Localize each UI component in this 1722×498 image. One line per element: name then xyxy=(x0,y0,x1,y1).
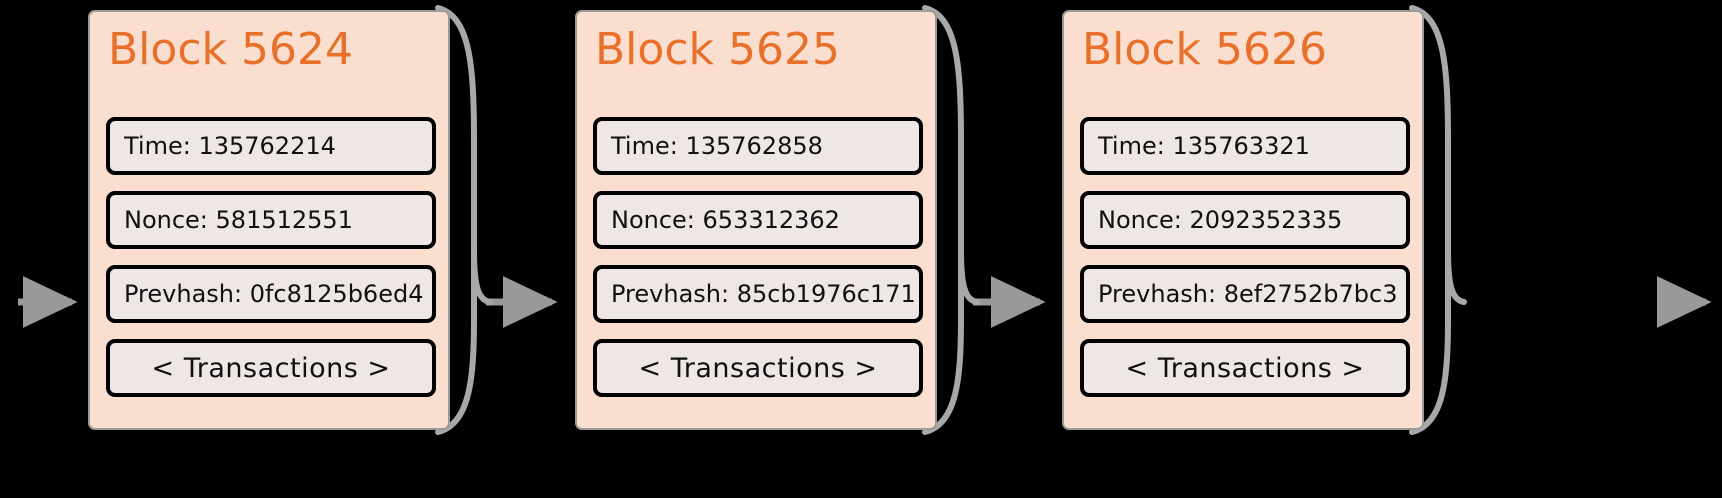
field-transactions[interactable]: < Transactions > xyxy=(106,339,436,397)
field-nonce: Nonce: 581512551 xyxy=(106,191,436,249)
field-time: Time: 135762858 xyxy=(593,117,923,175)
block-title: Block 5626 xyxy=(1082,24,1327,75)
block-card-2[interactable]: Block 5625 Time: 135762858 Nonce: 653312… xyxy=(575,10,937,430)
field-transactions[interactable]: < Transactions > xyxy=(1080,339,1410,397)
block-fields: Time: 135762858 Nonce: 653312362 Prevhas… xyxy=(593,117,923,397)
block-fields: Time: 135762214 Nonce: 581512551 Prevhas… xyxy=(106,117,436,397)
block-title: Block 5625 xyxy=(595,24,840,75)
field-nonce: Nonce: 2092352335 xyxy=(1080,191,1410,249)
field-prevhash: Prevhash: 0fc8125b6ed4 xyxy=(106,265,436,323)
field-transactions[interactable]: < Transactions > xyxy=(593,339,923,397)
block-title: Block 5624 xyxy=(108,24,353,75)
block-fields: Time: 135763321 Nonce: 2092352335 Prevha… xyxy=(1080,117,1410,397)
field-time: Time: 135763321 xyxy=(1080,117,1410,175)
field-prevhash: Prevhash: 85cb1976c171 xyxy=(593,265,923,323)
field-nonce: Nonce: 653312362 xyxy=(593,191,923,249)
block-card-1[interactable]: Block 5624 Time: 135762214 Nonce: 581512… xyxy=(88,10,450,430)
block-card-3[interactable]: Block 5626 Time: 135763321 Nonce: 209235… xyxy=(1062,10,1424,430)
field-prevhash: Prevhash: 8ef2752b7bc3 xyxy=(1080,265,1410,323)
field-time: Time: 135762214 xyxy=(106,117,436,175)
